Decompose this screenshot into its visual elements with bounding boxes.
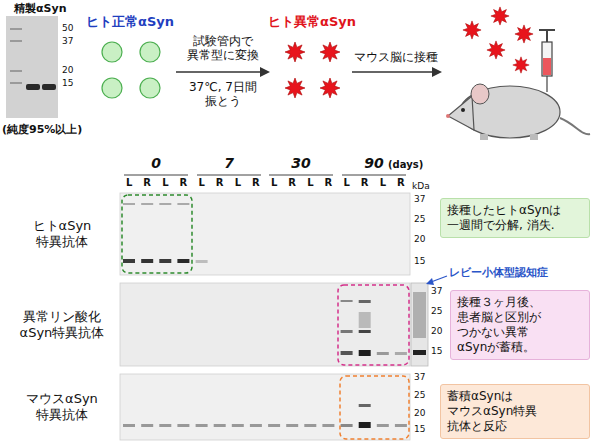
lane-label: L (343, 177, 349, 189)
day-header: 30 (291, 155, 310, 172)
lane-label: L (271, 177, 277, 189)
syringe (539, 30, 555, 92)
callout-text: 蓄積αSynは マウスαSyn特異 抗体と反応 (447, 389, 583, 434)
normal-asyn-circles (102, 42, 160, 98)
marker-size: 20 (62, 65, 73, 76)
kda-unit: kDa (412, 181, 430, 192)
step-label: 試験管内で 異常型に変換 (171, 34, 275, 63)
blot-panel (120, 276, 447, 366)
marker-size: 15 (414, 424, 425, 435)
marker-size: 20 (414, 234, 425, 245)
lane-label: R (397, 177, 405, 189)
marker-size: 20 (414, 408, 425, 419)
marker-size: 15 (431, 346, 442, 357)
marker-size: 25 (414, 214, 425, 225)
marker-size: 15 (62, 78, 73, 89)
callout-box: 接種したヒトαSynは 一週間で分解, 消失. (440, 198, 590, 238)
blot-panel (120, 193, 410, 275)
day-header: 7 (224, 155, 234, 172)
row-label: マウスαSyn 特異抗体 (6, 391, 118, 422)
lane-label: L (380, 177, 386, 189)
lane-label: R (180, 177, 188, 189)
marker-size: 25 (431, 306, 442, 317)
gel-image (6, 16, 58, 118)
normal-label: ヒト正常αSyn (86, 14, 174, 30)
lane-label: L (307, 177, 313, 189)
lane-label: R (216, 177, 224, 189)
abnormal-asyn-stars (285, 42, 340, 98)
row-label: 異常リン酸化 αSyn特異抗体 (6, 309, 118, 340)
marker-size: 20 (431, 326, 442, 337)
day-brackets (124, 175, 406, 176)
lane-label: R (252, 177, 260, 189)
row-label: ヒトαSyn 特異抗体 (6, 218, 118, 249)
lane-label: R (361, 177, 369, 189)
lane-label: R (288, 177, 296, 189)
marker-size: 37 (414, 194, 425, 205)
abnormal-label: ヒト異常αSyn (268, 14, 356, 30)
step-label: 37℃, 7日間 振とう (171, 80, 275, 109)
marker-size: 15 (414, 256, 425, 267)
marker-size: 25 (414, 390, 425, 401)
purity-note: (純度95%以上) (2, 123, 82, 136)
gel-title: 精製αSyn (14, 2, 66, 15)
days-unit: (days) (388, 159, 423, 171)
process-arrow (176, 67, 270, 77)
mouse-figure (446, 84, 590, 140)
blot-panel (120, 374, 410, 440)
callout-text: 接種３ヶ月後、 患者脳と区別が つかない異常 αSynが蓄積。 (457, 295, 583, 355)
patient-label: レビー小体型認知症 (449, 266, 548, 279)
lane-label: L (235, 177, 241, 189)
marker-size: 37 (62, 36, 73, 47)
step-label: マウス脳に接種 (354, 50, 438, 64)
callout-text: 接種したヒトαSynは 一週間で分解, 消失. (447, 203, 583, 233)
lane-label: L (126, 177, 132, 189)
day-header: 90 (364, 155, 383, 172)
lane-label: R (325, 177, 333, 189)
marker-size: 37 (431, 286, 442, 297)
injected-stars (463, 7, 533, 73)
day-header: 0 (151, 155, 161, 172)
process-arrow (352, 67, 442, 77)
lane-label: R (143, 177, 151, 189)
callout-box: 接種３ヶ月後、 患者脳と区別が つかない異常 αSynが蓄積。 (450, 290, 590, 360)
callout-box: 蓄積αSynは マウスαSyn特異 抗体と反応 (440, 384, 590, 439)
marker-size: 37 (414, 372, 425, 383)
lane-label: L (162, 177, 168, 189)
lane-label: L (198, 177, 204, 189)
marker-size: 50 (62, 23, 73, 34)
